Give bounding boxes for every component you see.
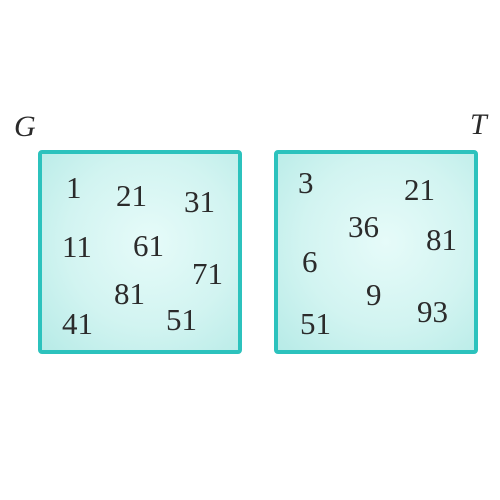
set-g-element: 31 [184, 184, 215, 219]
set-g-element: 1 [66, 170, 82, 205]
set-g-element: 71 [192, 256, 223, 291]
set-g-box: 1 21 31 11 61 71 81 41 51 [38, 150, 242, 354]
set-g-element: 51 [166, 302, 197, 337]
set-g-element: 21 [116, 178, 147, 213]
set-t-element: 3 [298, 165, 314, 200]
set-t-label: T [470, 108, 487, 141]
set-t-element: 93 [417, 294, 448, 329]
set-t-element: 6 [302, 244, 318, 279]
set-t-element: 51 [300, 306, 331, 341]
set-t-element: 81 [426, 222, 457, 257]
set-g-element: 11 [62, 229, 92, 264]
set-g-element: 81 [114, 276, 145, 311]
set-t-element: 36 [348, 209, 379, 244]
set-t-element: 9 [366, 277, 382, 312]
set-t-box: 3 21 36 81 6 9 51 93 [274, 150, 478, 354]
set-t-element: 21 [404, 172, 435, 207]
set-g-element: 61 [133, 228, 164, 263]
set-g-label: G [14, 110, 36, 143]
set-g-element: 41 [62, 306, 93, 341]
